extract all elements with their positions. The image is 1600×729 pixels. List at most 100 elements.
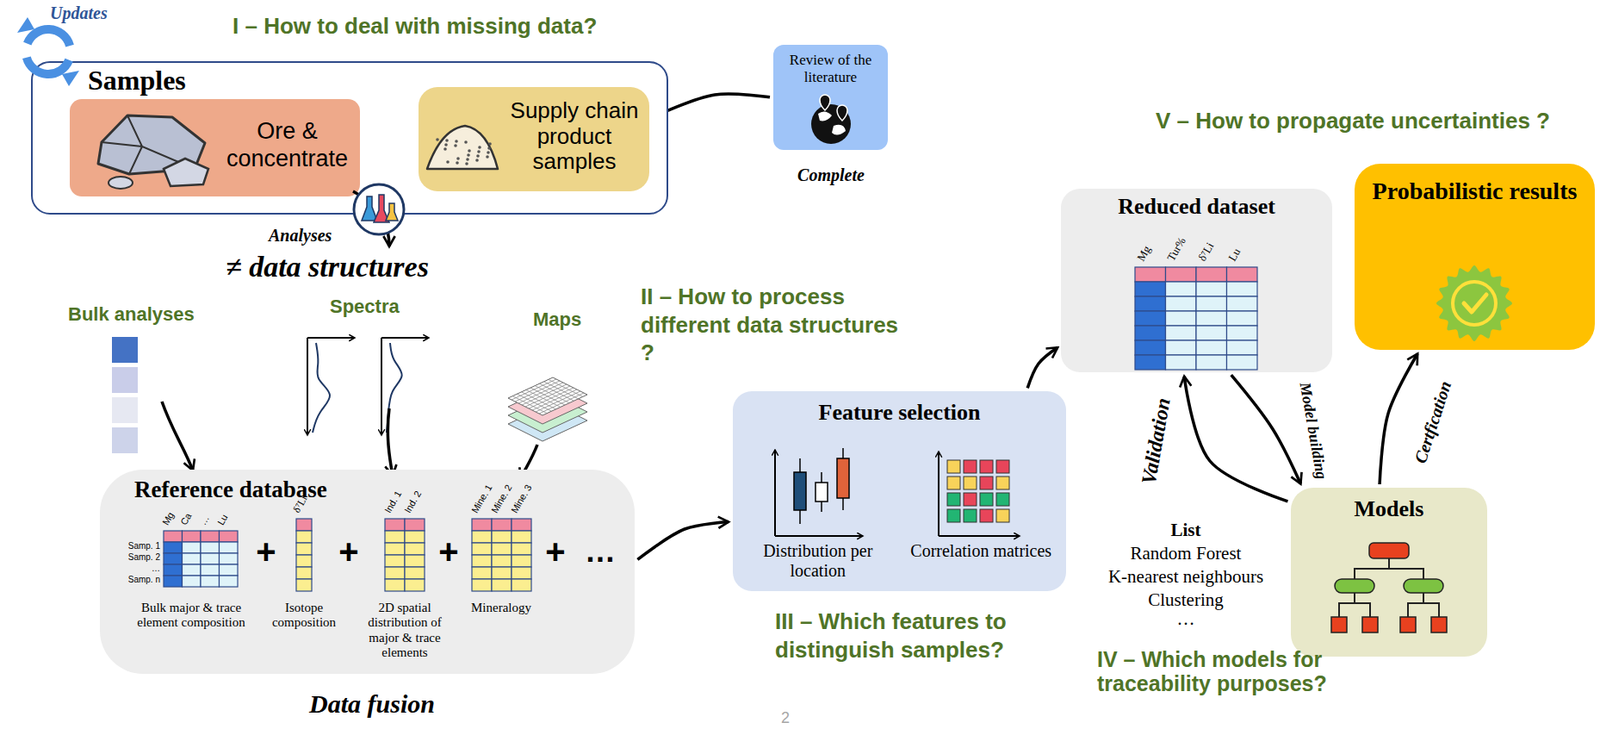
matrix-cell (963, 459, 977, 473)
question-heading: I – How to deal with missing data? (232, 13, 597, 40)
source-box: Review of the literature (773, 44, 888, 150)
table-cell (182, 552, 202, 565)
list-item: K-nearest neighbours (1108, 565, 1264, 587)
table-cell (182, 575, 202, 587)
map-grid (521, 384, 567, 405)
matrix-cell (996, 492, 1010, 506)
matrix-cell (996, 459, 1010, 473)
map-grid (539, 383, 574, 401)
table-cell (491, 518, 512, 531)
cycle-arrowhead (17, 17, 35, 33)
whisker (799, 458, 801, 524)
input-arrow (161, 401, 193, 471)
edge-label: Validation (1136, 393, 1177, 490)
flow-arrow (637, 521, 729, 560)
rock (98, 115, 205, 174)
sand-grain (435, 137, 440, 142)
sand-grain (485, 155, 490, 159)
chart-axis (775, 534, 863, 537)
model-box: Models (1290, 487, 1488, 657)
sand-grain (477, 149, 481, 154)
sand-grain (465, 161, 469, 166)
table-cell (471, 578, 492, 591)
table-cell (1227, 296, 1259, 311)
matrix-cell (979, 492, 993, 506)
edge-label-box: Model building (1295, 378, 1331, 483)
box-plot-box (793, 471, 807, 510)
chart-axis (938, 534, 1020, 537)
dataset-box: Reduced dataset (1060, 188, 1333, 373)
whisker (820, 471, 823, 512)
table-cell (384, 578, 405, 591)
cycle-arrow (22, 55, 74, 79)
flask (373, 194, 390, 223)
table-cell (296, 566, 312, 579)
table-cell (219, 541, 239, 553)
database-box: Reference database (99, 469, 635, 674)
table-cell (296, 518, 312, 531)
input-arrow (387, 408, 393, 476)
box-title: Reduced dataset (1064, 193, 1329, 220)
tree-branch (1334, 578, 1375, 593)
list-heading: List (1170, 519, 1201, 540)
table-cell (511, 542, 532, 555)
label-box: Complete (797, 165, 865, 186)
table-cell (404, 566, 425, 579)
label-box: Bulk analyses (68, 303, 195, 325)
cycle-arrowhead (62, 70, 80, 87)
box-plot-box (837, 458, 850, 498)
globe-land (818, 111, 846, 135)
table-cell (296, 578, 312, 591)
icon-label: Spectra (329, 295, 400, 317)
map-grid (535, 390, 581, 412)
flow-arrow (1379, 353, 1418, 484)
bulk-swatch (111, 366, 138, 393)
table-cell (163, 530, 183, 542)
matrix-cell (963, 508, 977, 522)
source-box: Ore & concentrate (69, 99, 360, 197)
whisker (842, 447, 844, 510)
sand-grain (475, 158, 479, 162)
label-box: 2 (781, 708, 790, 727)
illustration-group (1134, 266, 1258, 370)
table-cell (296, 542, 312, 555)
table-cell (471, 530, 492, 543)
map-pin (819, 94, 831, 111)
table-cell (491, 554, 512, 567)
table-cell (1196, 354, 1228, 370)
table-cell (1227, 266, 1259, 282)
spectrum-axis (381, 336, 429, 339)
flow-arrow (1184, 376, 1288, 502)
tree-leaf (1362, 616, 1378, 633)
process-box: Feature selectionDistribution per locati… (732, 390, 1067, 591)
arrow-note: Analyses (268, 225, 332, 246)
icon-label: Maps (533, 308, 582, 330)
matrix-cell (963, 492, 977, 506)
table-cell (1227, 281, 1259, 297)
sand-grain (467, 148, 472, 153)
box-plot-box (815, 482, 828, 502)
table-cell (1134, 281, 1166, 297)
label-box: ≠ data structures (225, 249, 429, 284)
table-cell (182, 541, 202, 553)
flask (385, 203, 398, 221)
icon-caption: Correlation matrices (899, 540, 1064, 561)
table-cell (296, 530, 312, 543)
table-cell (404, 542, 425, 555)
map-grid (544, 381, 579, 399)
table-cell (1165, 354, 1197, 370)
map-grid (532, 389, 577, 410)
matrix-cell (947, 508, 961, 522)
icon-label: Updates (49, 3, 108, 24)
map-grid (525, 385, 571, 407)
table-cell (182, 564, 202, 576)
note: Complete (797, 165, 865, 186)
table-cell (1196, 281, 1228, 297)
table-cell (1196, 266, 1228, 282)
section-heading: ≠ data structures (225, 249, 429, 284)
icon-label: Bulk analyses (68, 303, 195, 325)
illustration-group (163, 518, 532, 591)
table-cell (1134, 310, 1166, 326)
label-box: Maps (533, 308, 582, 330)
cycle-arrow (23, 24, 75, 47)
